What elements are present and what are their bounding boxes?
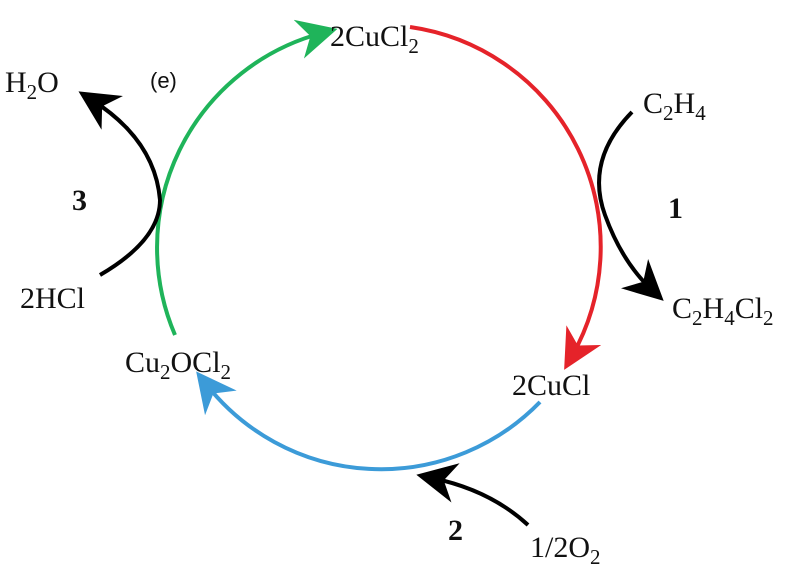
species-half-o2: 1/2O2​ bbox=[530, 531, 601, 569]
species-2cucl2: 2CuCl2​ bbox=[330, 20, 419, 58]
species-c2h4: C2​H4​ bbox=[643, 87, 706, 125]
step3-arrow bbox=[78, 91, 163, 277]
green-arc-step3 bbox=[155, 19, 338, 336]
species-2hcl: 2HCl bbox=[20, 282, 85, 315]
step-number-1: 1 bbox=[668, 192, 683, 225]
species-2cucl: 2CuCl bbox=[512, 369, 590, 402]
step1-arrow bbox=[597, 110, 664, 301]
step-number-3: 3 bbox=[72, 184, 87, 217]
red-arc-step1 bbox=[409, 25, 603, 370]
step-number-2: 2 bbox=[448, 514, 463, 547]
step2-arrow bbox=[416, 463, 530, 527]
species-h2o: H2​O bbox=[5, 66, 59, 104]
blue-arc-step2 bbox=[196, 371, 542, 472]
species-cu2ocl2: Cu2​OCl2​ bbox=[125, 346, 231, 384]
species-c2h4cl2: C2​H4​Cl2​ bbox=[672, 292, 774, 330]
panel-label: (e) bbox=[150, 68, 177, 93]
